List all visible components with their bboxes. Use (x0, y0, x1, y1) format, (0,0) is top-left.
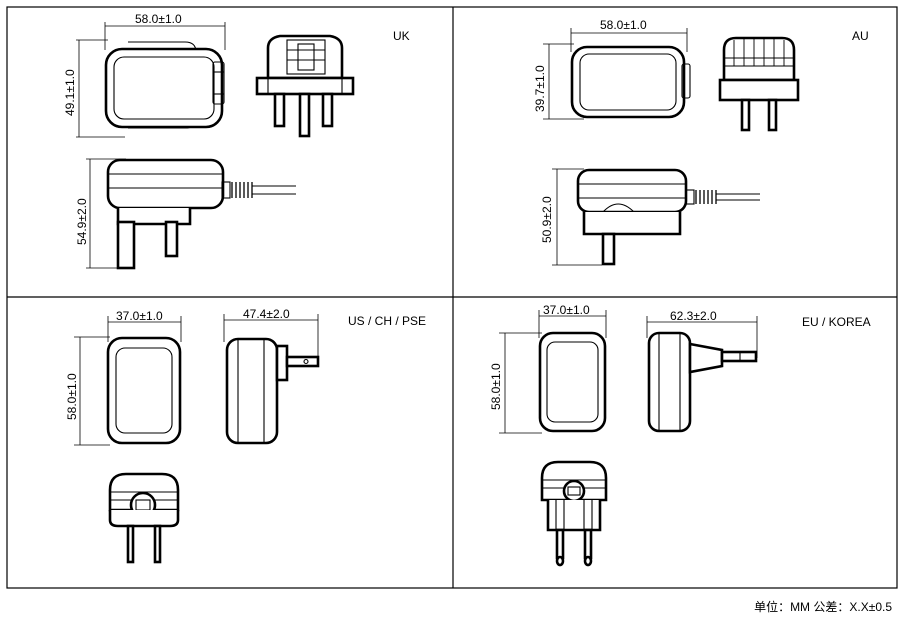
au-side-view (576, 168, 760, 266)
dim-us-depth: 47.4±2.0 (243, 307, 290, 321)
panel-label-uk: UK (393, 29, 410, 43)
uk-side-view (106, 158, 296, 270)
panel-uk: UK 58.0±1.0 49.1±1.0 (63, 12, 410, 270)
dimension-us-height: 58.0±1.0 (65, 336, 110, 446)
dim-uk-height: 49.1±1.0 (63, 69, 77, 116)
panel-us: US / CH / PSE 37.0±1.0 58.0±1.0 47.4±2.0 (65, 307, 426, 564)
au-plug-view (718, 36, 800, 132)
dim-us-height: 58.0±1.0 (65, 373, 79, 420)
eu-side-view (647, 331, 758, 433)
dim-au-width: 58.0±1.0 (600, 18, 647, 32)
eu-front-view (538, 331, 607, 433)
dim-eu-depth: 62.3±2.0 (670, 309, 717, 323)
uk-plug-view (255, 34, 355, 138)
dimension-eu-width: 37.0±1.0 (538, 303, 607, 338)
us-side-view (225, 337, 320, 445)
dim-uk-width: 58.0±1.0 (135, 12, 182, 26)
dimension-au-width: 58.0±1.0 (570, 18, 688, 52)
units-tolerance-note: 单位：MM 公差：X.X±0.5 (754, 600, 892, 614)
panel-eu: EU / KOREA 37.0±1.0 58.0±1.0 62.3±2.0 (489, 303, 871, 567)
uk-front-view (104, 41, 225, 129)
dimension-us-depth: 47.4±2.0 (223, 307, 319, 362)
dimension-eu-height: 58.0±1.0 (489, 332, 542, 434)
us-front-view (106, 336, 182, 445)
panel-label-eu: EU / KOREA (802, 315, 871, 329)
dim-uk-side: 54.9±2.0 (75, 198, 89, 245)
panel-label-us: US / CH / PSE (348, 314, 426, 328)
panel-au: AU 58.0±1.0 39.7±1.0 (533, 18, 869, 266)
dim-us-width: 37.0±1.0 (116, 309, 163, 323)
dimension-us-width: 37.0±1.0 (107, 309, 182, 342)
dimension-au-height: 39.7±1.0 (533, 43, 584, 120)
dimension-au-side: 50.9±2.0 (540, 168, 602, 266)
panel-label-au: AU (852, 29, 869, 43)
eu-plug-view (540, 460, 608, 567)
dimension-uk-height: 49.1±1.0 (63, 39, 125, 138)
dimension-uk-width: 58.0±1.0 (104, 12, 226, 50)
dim-au-side: 50.9±2.0 (540, 196, 554, 243)
dim-au-height: 39.7±1.0 (533, 65, 547, 112)
panel-grid (6, 6, 898, 589)
dim-eu-width: 37.0±1.0 (543, 303, 590, 317)
us-plug-view (108, 472, 180, 564)
au-front-view (570, 45, 691, 119)
dim-eu-height: 58.0±1.0 (489, 363, 503, 410)
